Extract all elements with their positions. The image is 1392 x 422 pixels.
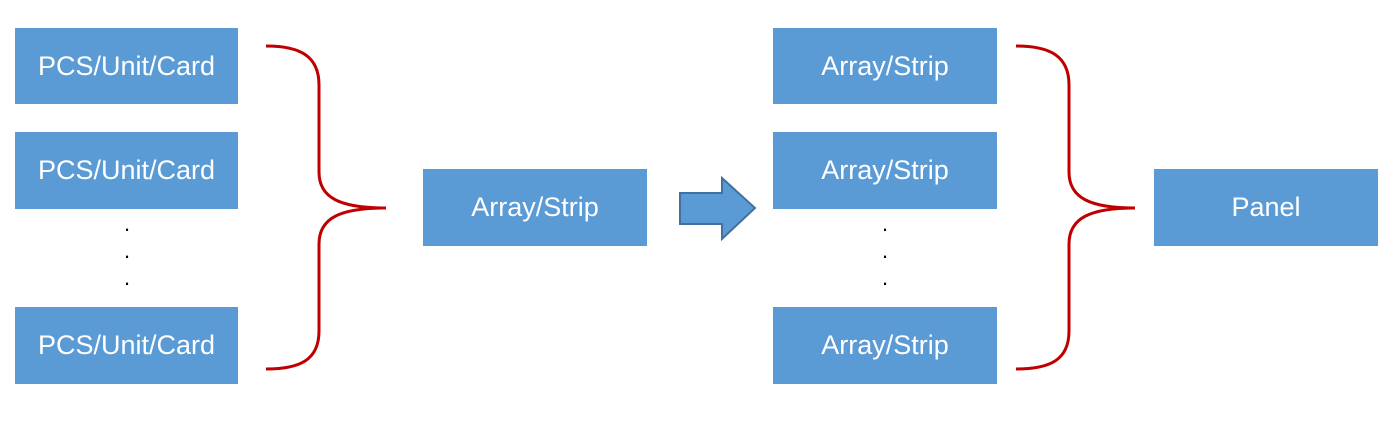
pcs-unit-card-box-1: PCS/Unit/Card — [15, 28, 238, 104]
box-label: Panel — [1231, 192, 1301, 222]
array-strip-box-3: Array/Strip — [773, 307, 997, 384]
ellipsis-dot: · — [123, 243, 131, 268]
ellipsis-dot: · — [881, 216, 889, 241]
box-label: PCS/Unit/Card — [37, 330, 216, 360]
box-label: Array/Strip — [821, 330, 949, 360]
vertical-ellipsis-right: · · · — [875, 215, 895, 296]
left-curly-brace-icon — [265, 44, 387, 371]
box-label: PCS/Unit/Card — [37, 50, 216, 81]
panel-box: Panel — [1154, 169, 1378, 246]
ellipsis-dot: · — [123, 270, 131, 295]
ellipsis-dot: · — [881, 270, 889, 295]
pcs-unit-card-box-3: PCS/Unit/Card — [15, 307, 238, 384]
array-strip-box-1: Array/Strip — [773, 28, 997, 104]
box-label: Array/Strip — [821, 50, 949, 81]
box-label: Array/Strip — [821, 155, 949, 185]
box-label: PCS/Unit/Card — [37, 155, 216, 185]
right-arrow-icon — [679, 175, 757, 242]
box-label: Array/Strip — [471, 192, 599, 222]
array-strip-box-middle: Array/Strip — [423, 169, 647, 246]
array-strip-box-2: Array/Strip — [773, 132, 997, 209]
ellipsis-dot: · — [123, 216, 131, 241]
vertical-ellipsis-left: · · · — [117, 215, 137, 296]
ellipsis-dot: · — [881, 243, 889, 268]
pcs-unit-card-box-2: PCS/Unit/Card — [15, 132, 238, 209]
right-curly-brace-icon — [1015, 44, 1136, 371]
